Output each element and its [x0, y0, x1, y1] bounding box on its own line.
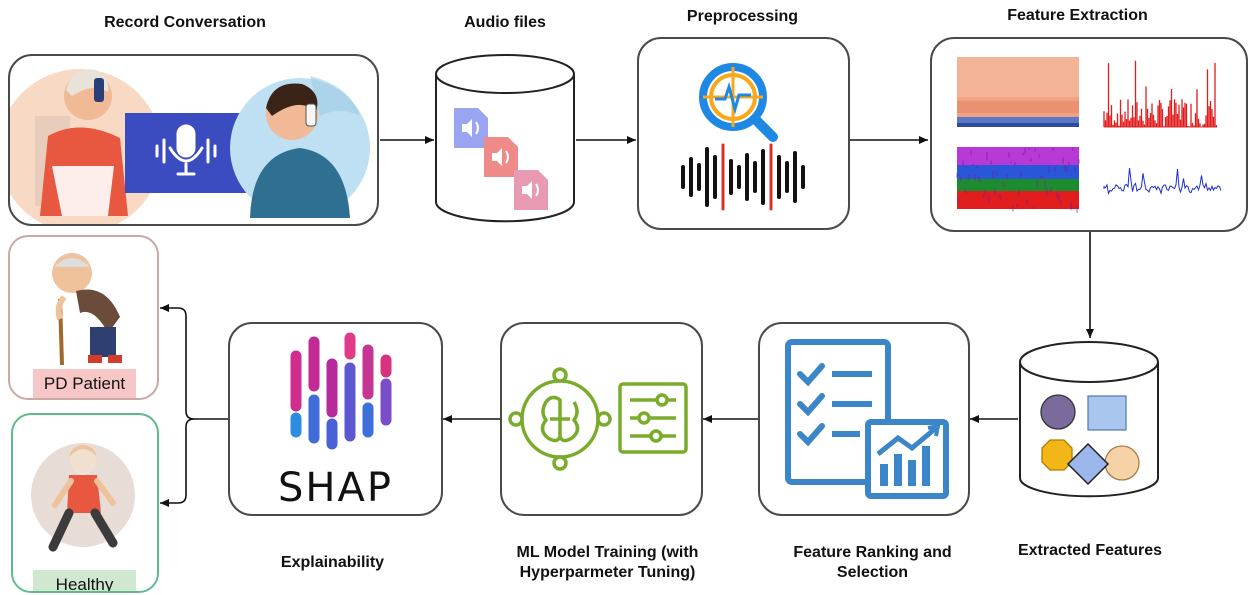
square-shape-icon — [1087, 395, 1127, 431]
spectrogram-plot — [957, 57, 1079, 127]
checklist-chart-icon — [785, 339, 949, 499]
multichannel-plot — [956, 147, 1080, 213]
young-caller-icon — [250, 148, 350, 218]
waveform-icon — [681, 143, 805, 211]
feature-extraction-box — [930, 37, 1248, 232]
circle-shape-icon — [1040, 394, 1076, 430]
circle-shape-icon — [1104, 445, 1140, 481]
microphone-icon — [155, 124, 217, 176]
label-feature-extraction: Feature Extraction — [1007, 7, 1148, 24]
label-audio: Audio files — [464, 14, 546, 31]
label-ranking: Feature Ranking and Selection — [793, 544, 952, 581]
shap-box: SHAP — [228, 322, 443, 516]
record-conversation-box — [8, 54, 379, 226]
preprocessing-box — [637, 37, 850, 230]
audio-file-icon — [454, 108, 488, 148]
label-training: ML Model Training (with Hyperparmeter Tu… — [516, 544, 699, 581]
audio-file-icon — [514, 170, 548, 210]
healthy-box: Healthy — [11, 413, 159, 593]
ml-training-box — [500, 322, 703, 516]
arrow-shap-to-outcomes — [160, 308, 228, 420]
shap-logo-icon — [290, 332, 392, 450]
amplitude-plot-blue — [1103, 168, 1222, 195]
phone-icon — [94, 78, 104, 102]
octagon-shape-icon — [1041, 439, 1073, 471]
audio-file-icon — [484, 137, 518, 177]
label-explainability: Explainability — [280, 554, 385, 571]
pd-patient-box: PD Patient — [8, 235, 159, 400]
phone-call-illustration — [10, 69, 370, 224]
healthy-senior-illustration — [31, 443, 135, 552]
feature-ranking-box — [758, 322, 970, 516]
signal-search-icon — [699, 63, 778, 142]
audio-files-database — [435, 54, 575, 223]
shap-logo-text: SHAP — [278, 465, 393, 511]
label-preprocessing: Preprocessing — [686, 8, 799, 25]
label-extracted-features: Extracted Features — [1017, 542, 1163, 559]
ai-brain-icon — [508, 367, 612, 471]
elderly-patient-illustration — [52, 253, 122, 366]
label-record: Record Conversation — [104, 14, 266, 31]
pd-patient-tag: PD Patient — [33, 369, 136, 398]
amplitude-plot-red — [1103, 60, 1218, 128]
healthy-tag: Healthy — [33, 570, 136, 591]
diamond-shape-icon — [1066, 442, 1110, 486]
extracted-features-database — [1019, 341, 1159, 498]
settings-sliders-icon — [618, 382, 688, 454]
